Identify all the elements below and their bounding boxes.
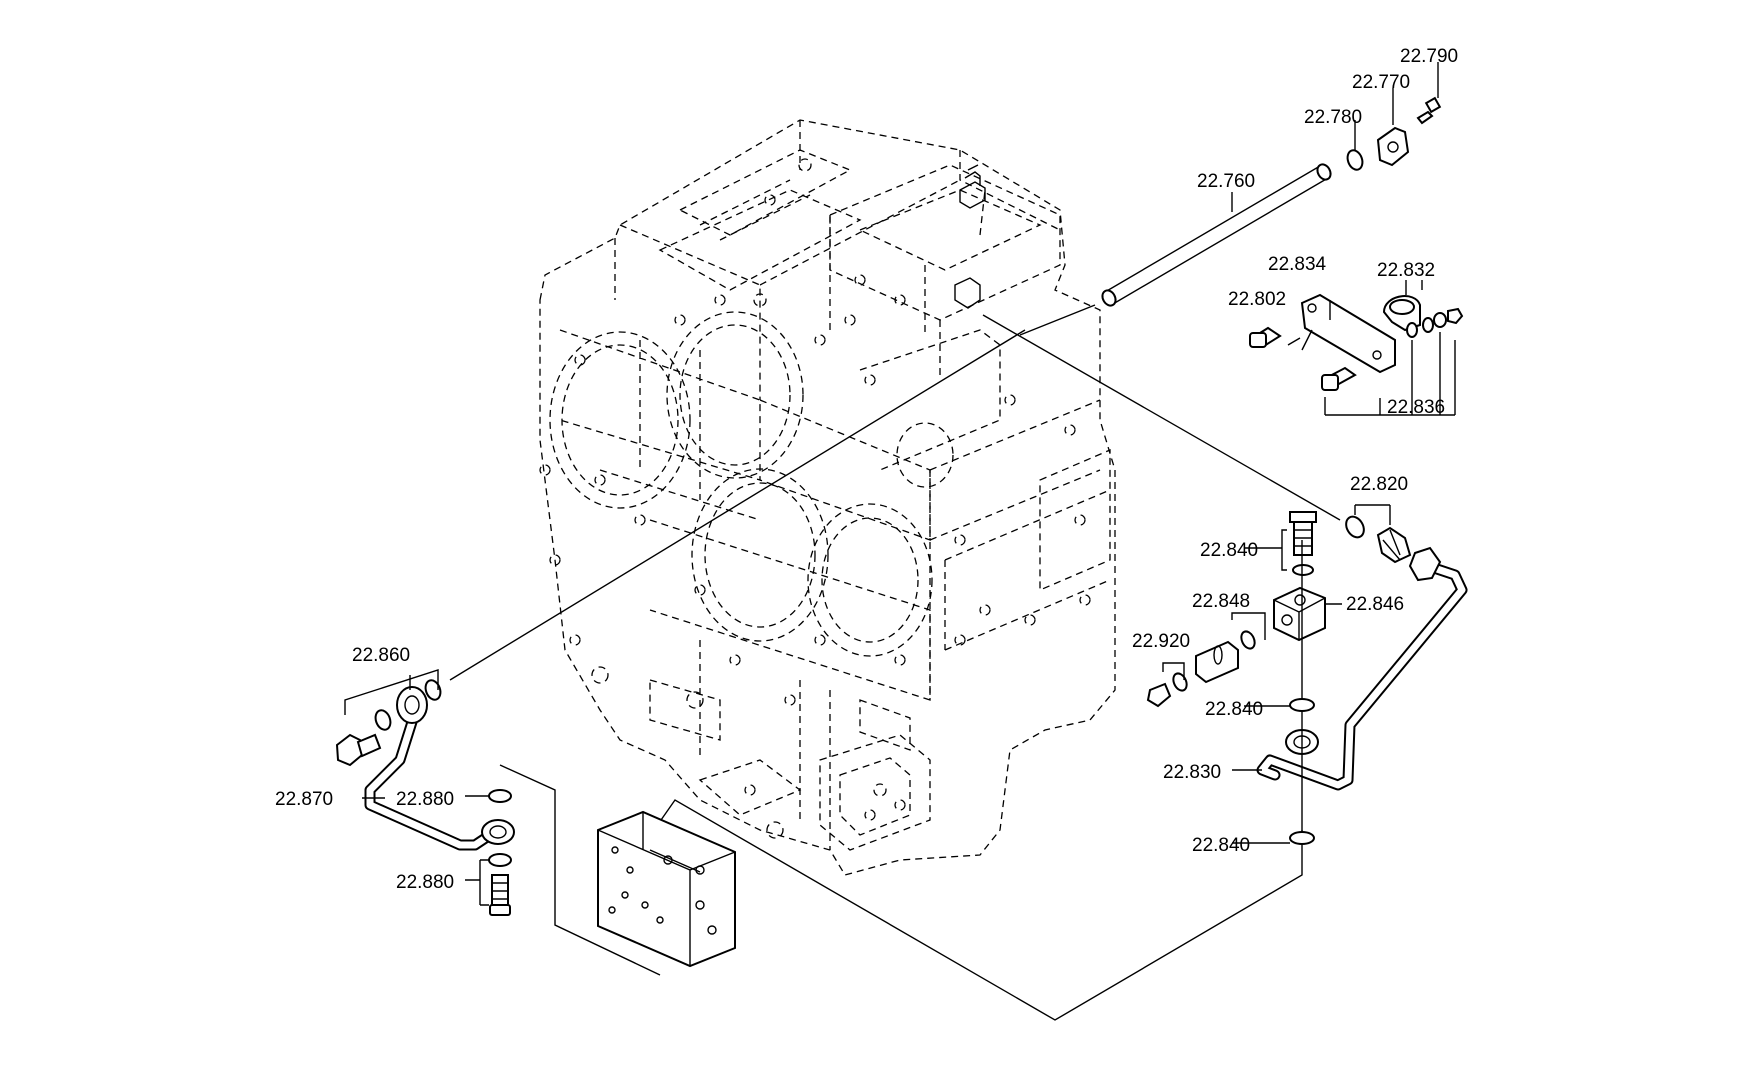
label-22848: 22.848: [1192, 591, 1250, 612]
leaders-left: [344, 669, 489, 906]
block-22846[interactable]: [1273, 586, 1326, 642]
pipe-22830[interactable]: [1256, 546, 1468, 791]
label-22920: 22.920: [1132, 631, 1190, 652]
screw-22790[interactable]: [1416, 96, 1442, 125]
connector-22820[interactable]: [1376, 526, 1412, 564]
screw-22836-lower[interactable]: [1321, 366, 1357, 391]
transmission-housing: [539, 119, 1116, 876]
label-22840-top: 22.840: [1200, 540, 1258, 561]
label-22802: 22.802: [1228, 289, 1286, 310]
screw-22802[interactable]: [1249, 326, 1282, 348]
leaders-right: [1162, 504, 1391, 832]
banjo-bolt-22860[interactable]: [335, 733, 382, 767]
plug-22920[interactable]: [1146, 671, 1189, 708]
bolt-22840-top[interactable]: [1289, 511, 1317, 576]
washer-22880-top[interactable]: [488, 789, 512, 803]
label-22830: 22.830: [1163, 762, 1221, 783]
rod-22760[interactable]: [1100, 162, 1333, 308]
cover-22770[interactable]: [1376, 126, 1410, 167]
ring-22820[interactable]: [1343, 513, 1368, 540]
label-22840-low: 22.840: [1192, 835, 1250, 856]
label-22860: 22.860: [352, 645, 410, 666]
washer-22860[interactable]: [373, 678, 443, 732]
washer-22880-low[interactable]: [488, 853, 512, 867]
leaders-bracket: [1287, 280, 1456, 416]
bracket-22834[interactable]: [1300, 293, 1396, 374]
label-22836: 22.836: [1387, 397, 1445, 418]
filter-22848[interactable]: [1195, 629, 1257, 684]
label-22880-low: 22.880: [396, 872, 454, 893]
label-22840-mid: 22.840: [1205, 699, 1263, 720]
label-22760: 22.760: [1197, 171, 1255, 192]
label-22832: 22.832: [1377, 260, 1435, 281]
washer-22840-low[interactable]: [1289, 831, 1315, 845]
label-22880-top: 22.880: [396, 789, 454, 810]
label-22870: 22.870: [275, 789, 333, 810]
label-22780: 22.780: [1304, 107, 1362, 128]
washer-22840-mid[interactable]: [1289, 698, 1315, 712]
valve-block[interactable]: [597, 810, 736, 968]
bolt-22880[interactable]: [489, 874, 511, 916]
label-22846: 22.846: [1346, 594, 1404, 615]
pipe-22870[interactable]: [364, 686, 515, 851]
o-ring-22780[interactable]: [1345, 148, 1365, 172]
label-22790: 22.790: [1400, 46, 1458, 67]
part-number-labels: 22.790 22.770 22.780 22.760 22.834 22.83…: [275, 46, 1458, 893]
label-22820: 22.820: [1350, 474, 1408, 495]
label-22834: 22.834: [1268, 254, 1327, 275]
washers-nuts-22836[interactable]: [1406, 307, 1464, 338]
label-leaders: [1231, 62, 1439, 844]
label-22770: 22.770: [1352, 72, 1410, 93]
connection-lines: [449, 304, 1341, 1021]
